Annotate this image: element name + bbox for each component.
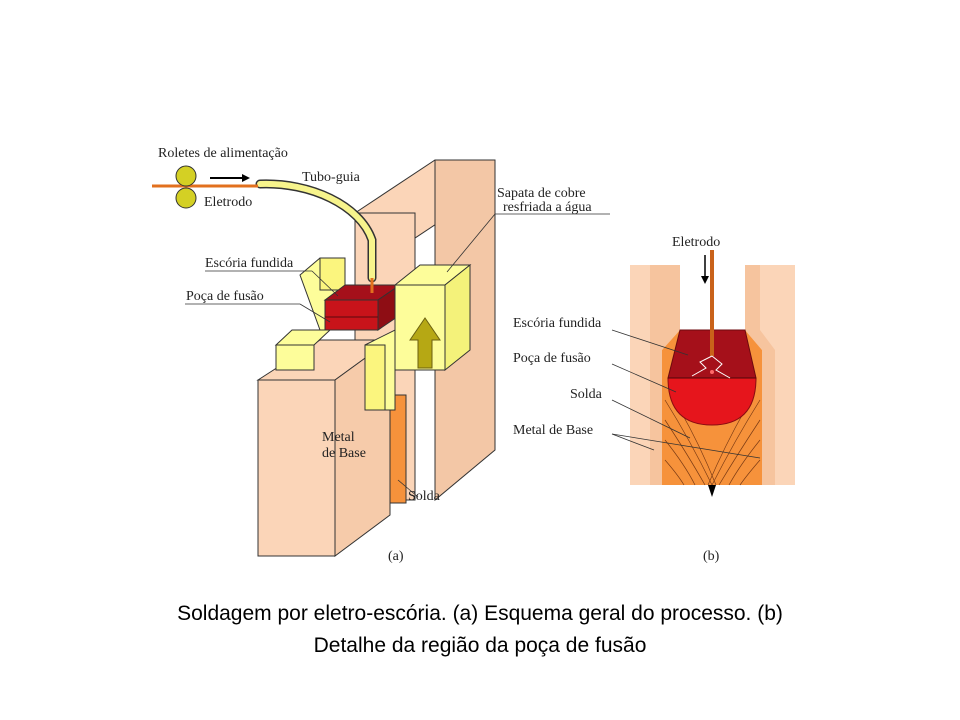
figure-a: Roletes de alimentação Eletrodo Tubo-gui… bbox=[152, 146, 610, 564]
leader-weld-a bbox=[397, 479, 419, 498]
label-weld-b: Solda bbox=[570, 387, 603, 402]
leader-pool-b bbox=[611, 363, 677, 393]
leader-base-b-2 bbox=[611, 433, 761, 459]
arc-point bbox=[710, 370, 714, 374]
label-pool-b: Poça de fusão bbox=[513, 351, 591, 366]
label-base-metal-2: de Base bbox=[322, 446, 366, 461]
leader-slag-b bbox=[611, 329, 689, 356]
figure-a-tag: (a) bbox=[388, 549, 404, 564]
leader-pool-a-2 bbox=[299, 303, 331, 323]
label-slag-b: Escória fundida bbox=[513, 316, 602, 331]
figure-b: Eletrodo Escória fundida Poça de fusão S… bbox=[513, 235, 795, 564]
label-copper-shoe-1: Sapata de cobre bbox=[497, 186, 586, 201]
feed-roller-bottom bbox=[175, 187, 197, 209]
label-weld-a: Solda bbox=[408, 489, 441, 504]
caption-line-1: Soldagem por eletro-escória. (a) Esquema… bbox=[177, 602, 783, 625]
upward-arrow-icon bbox=[409, 317, 441, 369]
label-pool-a: Poça de fusão bbox=[186, 289, 264, 304]
label-slag-a: Escória fundida bbox=[205, 256, 294, 271]
weld-bead bbox=[389, 394, 407, 504]
figure-caption: Soldagem por eletro-escória. (a) Esquema… bbox=[0, 598, 960, 662]
weld-pool-b bbox=[667, 377, 757, 426]
label-guide-tube: Tubo-guia bbox=[302, 170, 361, 185]
copper-shoe-left-front bbox=[275, 344, 315, 371]
leader-base-b-1 bbox=[611, 433, 655, 451]
base-metal-left-inner bbox=[650, 265, 680, 485]
spark-lines bbox=[691, 355, 731, 379]
base-metal-right-inner bbox=[745, 265, 775, 485]
feed-arrow-head-icon bbox=[242, 174, 250, 182]
electrode-down-arrow-icon bbox=[701, 276, 709, 284]
label-electrode-b: Eletrodo bbox=[672, 235, 720, 250]
label-base-metal-1: Metal bbox=[322, 430, 355, 445]
figure-b-tag: (b) bbox=[703, 549, 720, 564]
copper-shoe-right-lower-front bbox=[364, 344, 386, 411]
solidified-tip bbox=[708, 485, 716, 497]
leader-weld-b bbox=[611, 399, 691, 439]
guide-tube-fill bbox=[257, 180, 375, 281]
label-rollers: Roletes de alimentação bbox=[158, 146, 288, 161]
label-base-metal-b: Metal de Base bbox=[513, 423, 593, 438]
leader-slag-a-2 bbox=[311, 270, 339, 297]
copper-shoe-left-arm bbox=[319, 257, 346, 291]
feed-roller-top bbox=[175, 165, 197, 187]
slag-block-front bbox=[324, 299, 379, 331]
electroslag-diagram: Roletes de alimentação Eletrodo Tubo-gui… bbox=[152, 146, 795, 564]
label-copper-shoe-2: resfriada a água bbox=[503, 200, 592, 215]
caption-line-2: Detalhe da região da poça de fusão bbox=[313, 634, 647, 657]
leader-copper-shoe bbox=[446, 213, 496, 273]
label-electrode-a: Eletrodo bbox=[204, 195, 252, 210]
base-plate-front-face bbox=[257, 379, 336, 557]
